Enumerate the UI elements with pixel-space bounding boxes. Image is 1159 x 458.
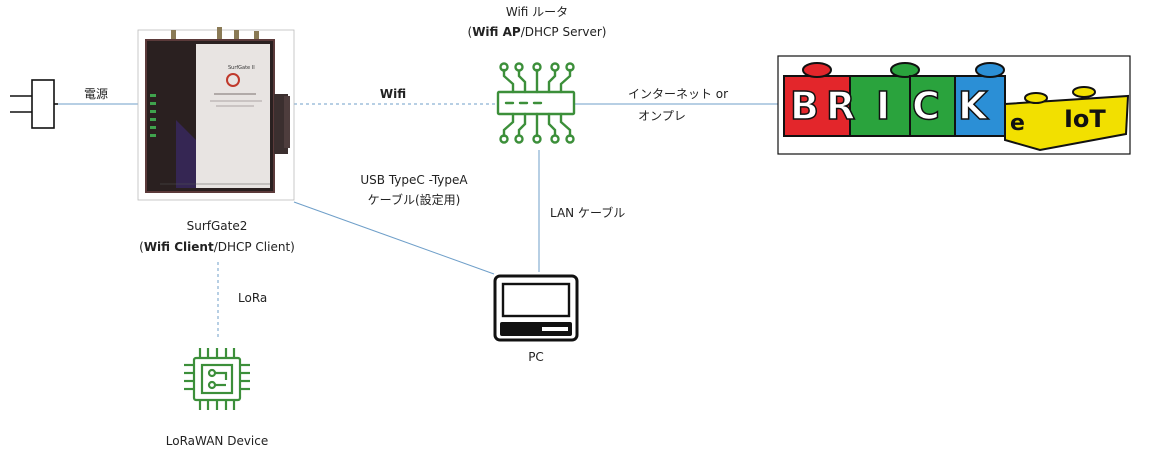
lorawan-device-label: LoRaWAN Device (165, 434, 269, 448)
wifi-link-label: Wifi (379, 87, 407, 101)
logo-small-e: e (1010, 111, 1025, 136)
logo-letter-r: R (825, 84, 856, 128)
internet-label-line1: インターネット or (627, 87, 729, 101)
lan-cable-label: LAN ケーブル (550, 206, 626, 220)
router-title: Wifi ルータ (505, 5, 569, 19)
usb-cable-line (293, 201, 495, 275)
logo-letter-c: C (911, 84, 940, 128)
internet-label-line2: オンプレ (638, 109, 686, 123)
pc-label: PC (528, 350, 544, 364)
logo-letter-k: K (957, 84, 988, 128)
usb-label-line1: USB TypeC -TypeA (360, 173, 468, 187)
logo-iot: IoT (1064, 105, 1106, 133)
gateway-role: (Wifi Client/DHCP Client) (139, 240, 295, 254)
gateway-name: SurfGate2 (186, 219, 248, 233)
device-brand-text: SurfGate II (228, 65, 255, 71)
power-label: 電源 (84, 87, 109, 101)
usb-label-line2: ケーブル(設定用) (367, 193, 461, 207)
logo-letter-i: I (875, 84, 891, 128)
lora-label: LoRa (238, 291, 268, 305)
router-role: (Wifi AP/DHCP Server) (467, 25, 607, 39)
logo-letter-b: B (789, 84, 819, 128)
